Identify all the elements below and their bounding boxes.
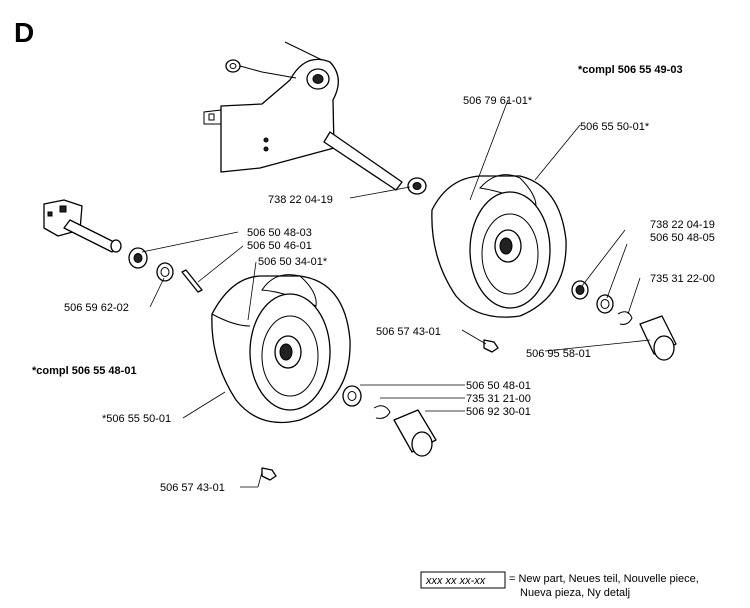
part-label: 506 57 43-01: [376, 326, 441, 338]
left-axle-bracket: [43, 199, 122, 253]
washer-506-50-48-05: [596, 294, 614, 314]
upper-axle-bracket: [203, 41, 427, 195]
part-label: 735 31 21-00: [466, 393, 531, 405]
legend-text-line2: Nueva pieza, Ny detalj: [520, 587, 630, 599]
part-label: 738 22 04-19: [650, 219, 715, 231]
washer-506-50-48-01: [342, 385, 362, 407]
part-label: 506 95 58-01: [526, 348, 591, 360]
part-label: *506 55 50-01: [102, 413, 171, 425]
clip-735-31-22-00: [617, 311, 633, 325]
part-label: 506 50 48-05: [650, 232, 715, 244]
clip-735-31-21-00: [373, 405, 391, 419]
part-label: 735 31 22-00: [650, 273, 715, 285]
key-506-50-46-01: [181, 269, 203, 293]
part-label: 506 50 48-01: [466, 380, 531, 392]
bushing-506-59-62-02: [156, 262, 174, 282]
legend-sample: xxx xx xx-xx: [425, 575, 486, 587]
part-label: 506 59 62-02: [64, 302, 129, 314]
part-label: 506 50 46-01: [247, 240, 312, 252]
part-label: 506 50 48-03: [247, 227, 312, 239]
cap-506-95-58-01: [639, 315, 677, 361]
part-label: 506 92 30-01: [466, 406, 531, 418]
right-wheel: [431, 174, 567, 318]
washer-506-50-48-03: [128, 247, 148, 269]
part-label: 506 57 43-01: [160, 482, 225, 494]
part-label: 506 55 50-01*: [580, 121, 650, 133]
legend: xxx xx xx-xx = New part, Neues teil, Nou…: [420, 571, 699, 599]
legend-sample-box: [420, 571, 506, 589]
section-letter: D: [14, 17, 34, 48]
legend-text-line1: = New part, Neues teil, Nouvelle piece,: [509, 573, 699, 585]
assembly-heading-right: *compl 506 55 49-03: [578, 64, 683, 76]
left-wheel: [211, 274, 351, 424]
pin-506-57-43-01-left: [261, 467, 277, 481]
pin-506-57-43-01-right: [483, 339, 499, 353]
part-label: 506 79 61-01*: [463, 95, 533, 107]
assembly-heading-left: *compl 506 55 48-01: [32, 365, 137, 377]
bearing-738-22-04-19-right: [571, 280, 589, 300]
part-label: 738 22 04-19: [268, 194, 333, 206]
part-label: 506 50 34-01*: [258, 256, 328, 268]
cap-506-92-30-01: [393, 409, 437, 457]
leader-lines: [141, 99, 651, 488]
